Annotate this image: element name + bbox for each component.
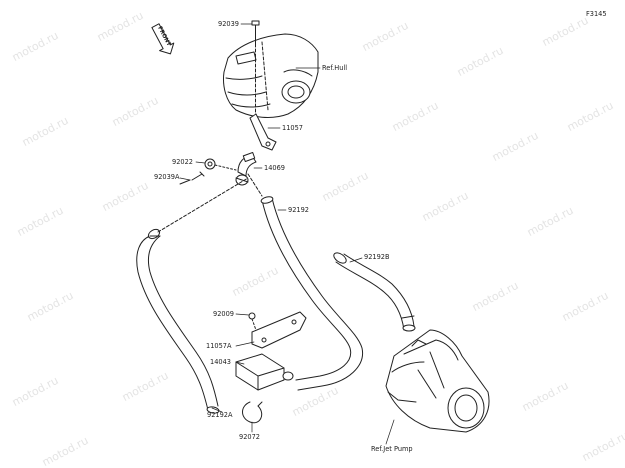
- screw-92009: [248, 312, 257, 331]
- part-label-92072[interactable]: 92072: [239, 433, 260, 441]
- bracket-11057a: [251, 311, 307, 349]
- washer-92022: [204, 158, 237, 171]
- hose-92192: [260, 196, 364, 391]
- part-label-92192b[interactable]: 92192B: [364, 253, 390, 261]
- part-label-92039a[interactable]: 92039A: [154, 173, 180, 181]
- clamp-92072: [242, 401, 263, 424]
- part-label-14043[interactable]: 14043: [210, 358, 231, 366]
- hull-section: [223, 33, 319, 118]
- part-label-92022[interactable]: 92022: [172, 158, 193, 166]
- bolt-92039a: [179, 171, 205, 185]
- part-label-92192[interactable]: 92192: [288, 206, 309, 214]
- hose-92192a: [136, 177, 249, 414]
- bolt-92039: [251, 20, 260, 121]
- hose-92192b: [333, 252, 416, 332]
- fitting-14069: [235, 151, 263, 197]
- part-label-92009[interactable]: 92009: [213, 310, 234, 318]
- fitting-14043: [235, 353, 294, 391]
- jet-pump: [385, 329, 490, 433]
- front-arrow-icon: [151, 23, 175, 55]
- leader-lines: [179, 23, 395, 445]
- part-label-ref-jet-pump[interactable]: Ref.Jet Pump: [371, 445, 413, 453]
- figure-code: F3145: [586, 10, 607, 18]
- part-label-14069[interactable]: 14069: [264, 164, 285, 172]
- part-label-ref-hull[interactable]: Ref.Hull: [322, 64, 348, 72]
- part-label-11057[interactable]: 11057: [282, 124, 303, 132]
- part-label-92192a[interactable]: 92192A: [207, 411, 233, 419]
- part-label-92039[interactable]: 92039: [218, 20, 239, 28]
- bracket-11057: [249, 113, 277, 151]
- part-label-11057a[interactable]: 11057A: [206, 342, 232, 350]
